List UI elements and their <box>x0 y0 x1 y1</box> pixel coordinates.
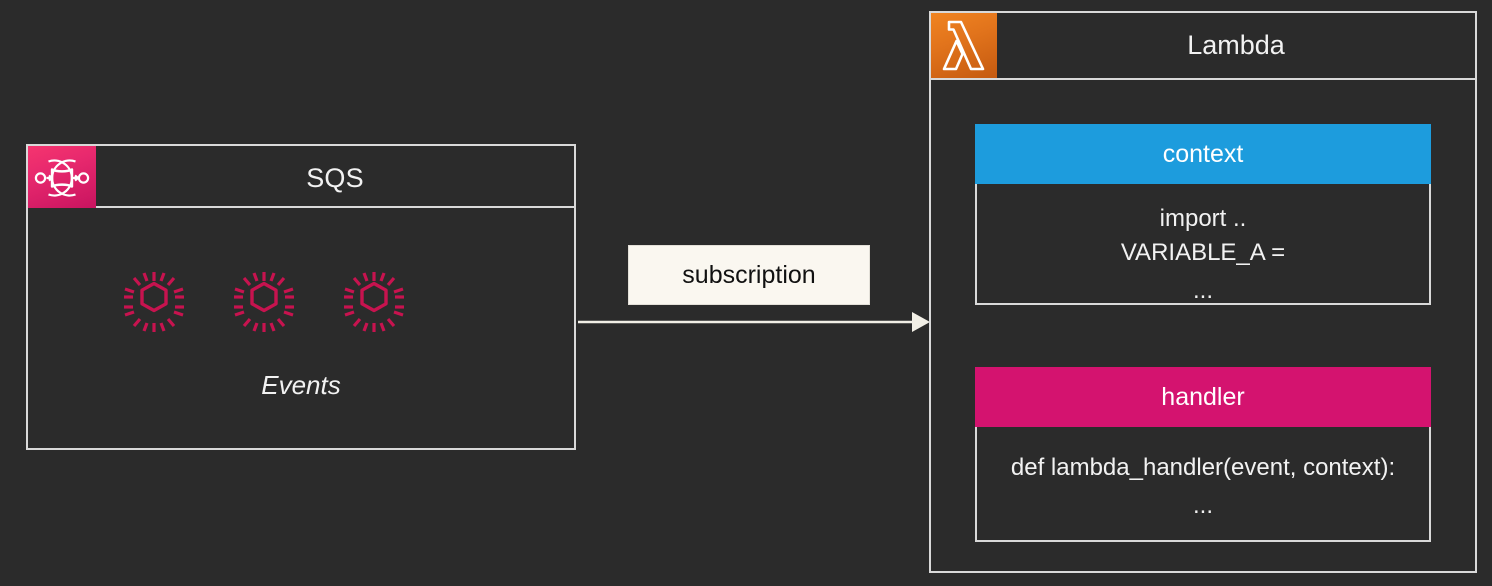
handler-code-line: ... <box>1192 492 1213 519</box>
subscription-label[interactable]: subscription <box>628 245 870 305</box>
handler-panel-body: def lambda_handler(event, context): ... <box>975 427 1431 542</box>
handler-panel[interactable]: handler def lambda_handler(event, contex… <box>975 367 1431 542</box>
context-code-line: import .. <box>1159 205 1247 232</box>
subscription-label-text: subscription <box>682 260 816 289</box>
aws-sqs-icon <box>28 146 96 210</box>
event-burst-icon <box>124 272 184 332</box>
sqs-title: SQS <box>306 163 364 193</box>
context-panel[interactable]: context import .. VARIABLE_A = ... <box>975 124 1431 305</box>
context-panel-title: context <box>975 124 1431 184</box>
sqs-header: SQS <box>26 144 576 210</box>
context-code-line: ... <box>1192 277 1213 304</box>
context-code-line: VARIABLE_A = <box>1120 239 1286 266</box>
lambda-title: Lambda <box>1187 30 1285 60</box>
handler-panel-title: handler <box>975 367 1431 427</box>
lambda-header: Lambda <box>931 13 1475 80</box>
sqs-body: Events <box>26 208 576 450</box>
context-panel-body: import .. VARIABLE_A = ... <box>975 184 1431 305</box>
aws-lambda-icon <box>931 13 997 78</box>
lambda-group[interactable]: Lambda context import .. VARIABLE_A = ..… <box>929 11 1477 573</box>
lambda-inner-panel: context import .. VARIABLE_A = ... handl… <box>931 80 1475 571</box>
sqs-to-lambda-arrow <box>578 306 930 338</box>
event-burst-icon <box>344 272 404 332</box>
event-burst-icon <box>234 272 294 332</box>
events-row <box>28 254 574 350</box>
events-label: Events <box>261 370 341 400</box>
sqs-group[interactable]: SQS <box>26 144 578 450</box>
handler-code-line: def lambda_handler(event, context): <box>1010 454 1396 481</box>
